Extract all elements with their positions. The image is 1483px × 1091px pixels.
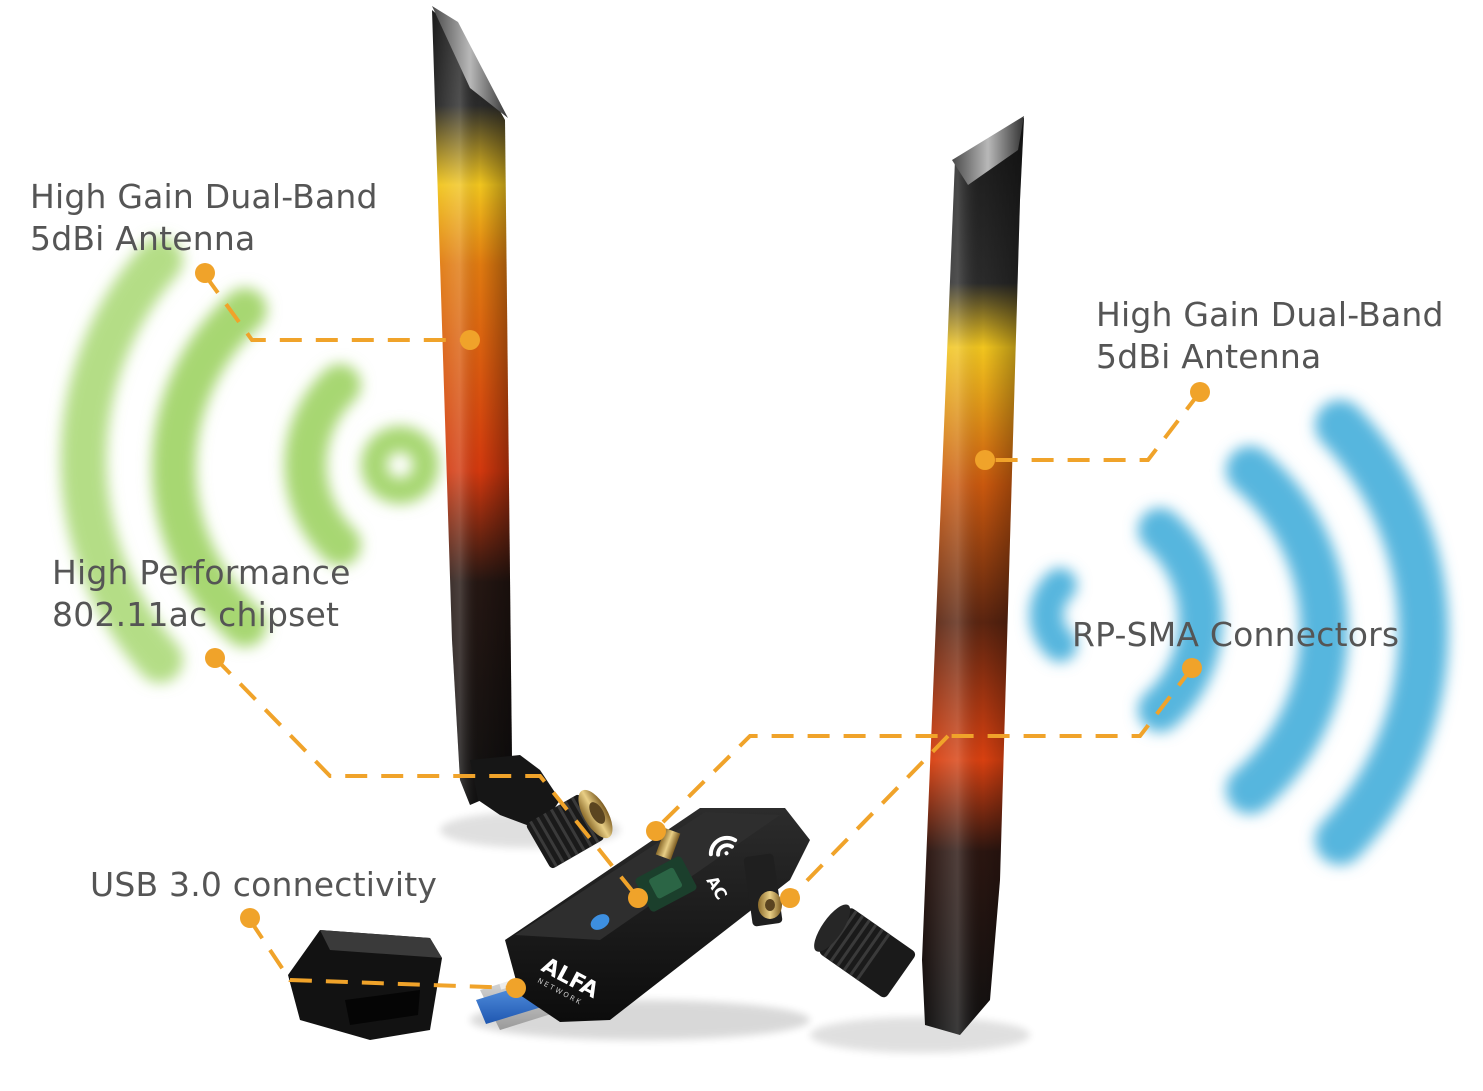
green-wave-3 — [60, 237, 183, 683]
antenna-tip — [432, 6, 508, 118]
callout-lines — [203, 273, 1202, 990]
orange-dot-icon — [205, 648, 225, 668]
orange-dot-icon — [240, 908, 260, 928]
blue-wave-1 — [1138, 508, 1223, 732]
callout-line-rpsma-2 — [788, 734, 950, 900]
callout-line2: 5dBi Antenna — [30, 219, 256, 258]
green-wave-dot — [361, 426, 439, 504]
antenna-hinge — [470, 755, 560, 830]
adapter-sma-stub — [655, 828, 783, 927]
callout-line1: High Gain Dual-Band — [1096, 295, 1444, 334]
callout-line1: USB 3.0 connectivity — [90, 865, 438, 904]
antenna-sheen — [922, 118, 1024, 1035]
green-wave-2 — [151, 288, 267, 647]
callout-label-antenna-right: High Gain Dual-Band 5dBi Antenna — [1096, 294, 1444, 378]
green-signal-waves-icon — [60, 237, 439, 683]
right-sma-connector — [814, 904, 916, 998]
blue-wave-3 — [1315, 400, 1449, 865]
orange-dot-icon — [1190, 382, 1210, 402]
callout-line1: High Gain Dual-Band — [30, 177, 378, 216]
callout-line-antenna-left — [203, 273, 470, 342]
callout-line2: 802.11ac chipset — [52, 595, 340, 634]
left-sma-connector — [526, 789, 613, 869]
antenna-sheen — [432, 10, 512, 805]
blue-wave-2 — [1226, 446, 1348, 814]
callout-label-rp-sma: RP-SMA Connectors — [1072, 614, 1399, 656]
orange-dot-icon — [460, 330, 480, 350]
callout-label-usb: USB 3.0 connectivity — [90, 864, 437, 906]
usb-adapter: AC ALFA NETWORK — [470, 808, 810, 1040]
callout-line-rpsma — [653, 666, 1194, 832]
status-led — [590, 914, 610, 930]
orange-dot-icon — [195, 263, 215, 283]
blue-signal-waves-icon — [1029, 400, 1449, 865]
callout-line1: High Performance — [52, 553, 351, 592]
antenna-tip — [952, 116, 1024, 185]
callout-line2: 5dBi Antenna — [1096, 337, 1322, 376]
orange-dot-icon — [975, 450, 995, 470]
callout-line-usb — [248, 918, 517, 990]
callout-label-antenna-left: High Gain Dual-Band 5dBi Antenna — [30, 176, 378, 260]
callout-label-chipset: High Performance 802.11ac chipset — [52, 552, 351, 636]
adapter-body — [505, 808, 810, 1022]
blue-wave-dot — [1029, 568, 1077, 662]
orange-dot-icon — [628, 888, 648, 908]
callout-line-chipset — [213, 656, 640, 900]
orange-dot-icon — [780, 888, 800, 908]
connector-hole — [589, 802, 606, 824]
wifi-icon — [708, 835, 738, 857]
usb-cap — [288, 930, 442, 1040]
antenna-shadow — [810, 1017, 1030, 1053]
right-antenna — [810, 116, 1030, 1053]
callout-line1: RP-SMA Connectors — [1072, 615, 1400, 654]
left-antenna — [432, 6, 620, 869]
orange-dot-icon — [646, 821, 666, 841]
green-wave-1 — [284, 364, 361, 566]
connector-face — [814, 904, 851, 952]
orange-dot-icon — [1182, 658, 1202, 678]
callout-dots — [195, 263, 1210, 998]
callout-line-antenna-right — [985, 390, 1202, 462]
orange-dot-icon — [506, 978, 526, 998]
